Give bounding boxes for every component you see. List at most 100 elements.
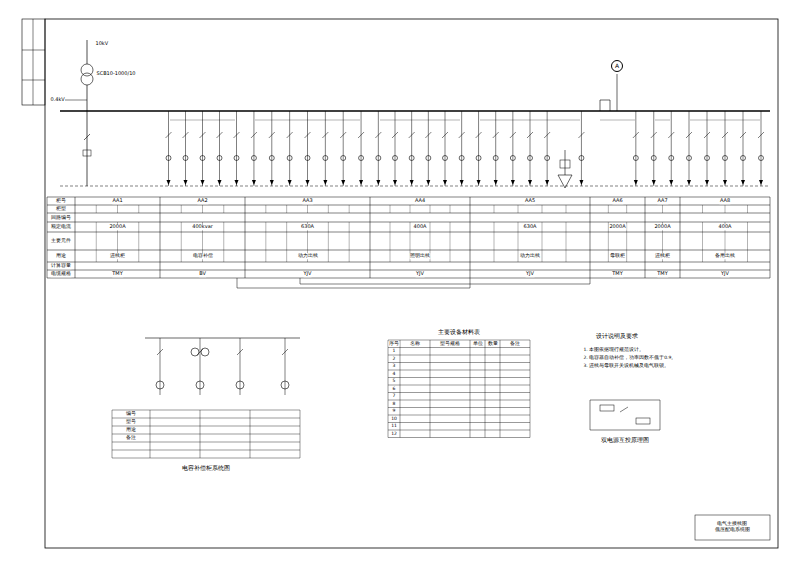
meter-symbol — [196, 381, 204, 389]
table-cell: BV — [199, 271, 207, 277]
note-text: 1. 本图依据现行规范设计。 — [583, 348, 645, 353]
row-header: 计算容量 — [51, 263, 72, 269]
breaker-symbol — [510, 132, 516, 138]
ct-symbol — [323, 156, 328, 161]
table-line — [96, 205, 97, 213]
table-line — [388, 362, 530, 363]
table-line — [702, 222, 703, 262]
ct-symbol — [723, 156, 728, 161]
arrow-symbol — [652, 180, 656, 185]
table-cell: 3 — [392, 364, 396, 369]
table-line — [566, 222, 567, 262]
table-line — [75, 197, 76, 278]
breaker-symbol — [527, 132, 533, 138]
table-cell: 8 — [392, 401, 396, 406]
table-header: 型号规格 — [440, 341, 461, 346]
ct-symbol — [493, 156, 498, 161]
table-cell: 2000A — [109, 224, 126, 230]
ct-symbol — [166, 156, 171, 161]
table-line — [518, 222, 519, 262]
transformer-label: SCB10-1000/10 — [96, 71, 136, 77]
table-cell: 电容补偿 — [192, 253, 213, 259]
table-line — [430, 340, 431, 438]
feeder-line — [236, 111, 237, 186]
panel-number: AA6 — [612, 198, 623, 204]
arrow-symbol — [167, 180, 171, 185]
feeder-line — [200, 338, 201, 395]
meter-symbol — [156, 381, 164, 389]
cable-route — [300, 278, 590, 284]
breaker-symbol — [166, 132, 172, 138]
ct-symbol — [359, 156, 364, 161]
side-strip — [22, 19, 45, 105]
breaker-symbol — [358, 132, 364, 138]
table-cell: 动力出线 — [297, 253, 318, 259]
table-line — [349, 205, 350, 213]
row-header: 回路编号 — [51, 215, 72, 221]
transformer-symbol — [81, 73, 93, 85]
arrow-symbol — [323, 180, 327, 185]
table-line — [286, 222, 287, 262]
panel-number: AA8 — [719, 198, 730, 204]
feeder-line — [285, 338, 286, 395]
side-strip — [22, 80, 45, 81]
feeder-line — [307, 111, 308, 186]
breaker-symbol — [544, 132, 550, 138]
breaker-symbol — [251, 132, 257, 138]
breaker-symbol — [340, 132, 346, 138]
breaker-symbol — [269, 132, 275, 138]
table-line — [112, 450, 300, 451]
ct-symbol — [633, 156, 638, 161]
arrow-symbol — [634, 180, 638, 185]
table-cell: TMY — [657, 271, 668, 277]
breaker-symbol — [704, 132, 710, 138]
ct-symbol — [687, 156, 692, 161]
breaker-symbol — [84, 134, 90, 140]
feeder-line — [378, 111, 379, 186]
row-header: 用途 — [56, 253, 67, 259]
table-cell: 4 — [392, 371, 396, 376]
table-header: 名称 — [410, 341, 421, 346]
ct-symbol — [459, 156, 464, 161]
table-cell: 7 — [392, 394, 396, 399]
table-cell: 2000A — [654, 224, 671, 230]
arrow-symbol — [759, 180, 763, 185]
table-line — [470, 340, 471, 438]
ct-symbol — [705, 156, 710, 161]
table-cell: 400A — [413, 224, 427, 230]
ct-symbol — [651, 156, 656, 161]
table-line — [96, 222, 97, 262]
arrow-symbol — [252, 180, 256, 185]
ct-symbol — [579, 156, 584, 161]
node-text: A — [615, 63, 619, 70]
table-cell: YJV — [721, 271, 730, 277]
table-line — [747, 222, 748, 262]
arrow-symbol — [511, 180, 515, 185]
row-header: 电缆规格 — [51, 271, 72, 277]
arrow-symbol — [460, 180, 464, 185]
cable-route — [237, 278, 470, 288]
control-wire — [255, 120, 360, 121]
arrow-symbol — [270, 180, 274, 185]
incoming-cable — [87, 40, 88, 64]
table-header: 单位 — [472, 341, 483, 346]
table-line — [430, 205, 431, 213]
feeder-line — [240, 338, 241, 395]
control-wire — [590, 430, 660, 431]
feeder-line — [219, 111, 220, 186]
ct-symbol — [426, 156, 431, 161]
table-line — [530, 340, 531, 438]
feeder-line — [635, 111, 636, 186]
feeder-line — [761, 111, 762, 186]
ammeter-symbol: A — [611, 60, 624, 73]
ct-symbol — [287, 156, 292, 161]
table-cell: 母联柜 — [610, 253, 626, 259]
arrow-symbol — [477, 180, 481, 185]
ct-symbol — [200, 156, 205, 161]
breaker-symbol — [200, 132, 206, 138]
heading: 设计说明及要求 — [596, 333, 639, 340]
table-cell: 照明出线 — [410, 253, 431, 259]
table-line — [388, 430, 530, 431]
arrow-symbol — [494, 180, 498, 185]
feeder-line — [343, 111, 344, 186]
